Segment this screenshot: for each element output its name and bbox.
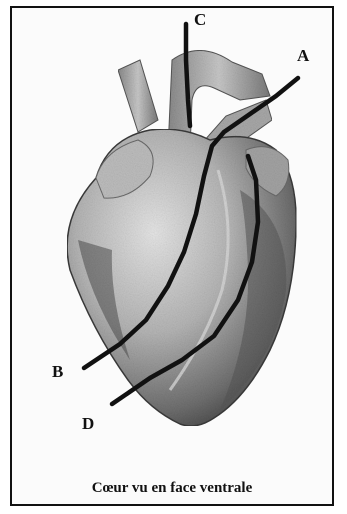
label-d: D — [82, 415, 94, 432]
heart — [67, 129, 296, 426]
label-b: B — [52, 363, 63, 380]
vena-cava — [118, 60, 158, 132]
figure-caption: Cœur vu en face ventrale — [10, 480, 334, 497]
label-c: C — [194, 11, 206, 28]
label-a: A — [297, 47, 309, 64]
